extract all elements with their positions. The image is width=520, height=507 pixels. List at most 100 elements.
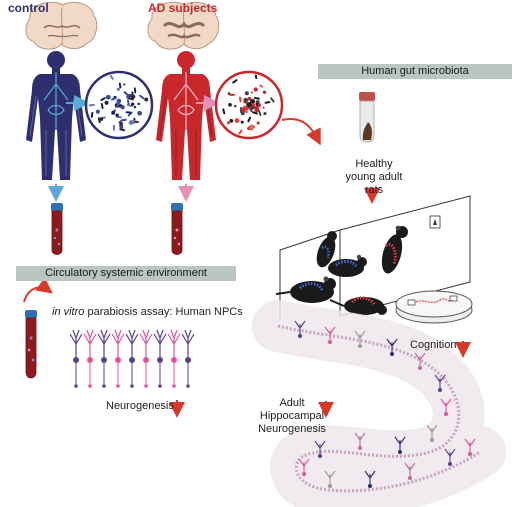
microbe (229, 93, 236, 96)
rat-blue-2 (328, 254, 367, 277)
npc-terminal (102, 384, 106, 388)
hippo-soma (358, 344, 362, 348)
hippo-soma (298, 334, 302, 338)
microbe (259, 84, 262, 87)
microbe (256, 121, 260, 125)
hippo-soma (444, 412, 448, 416)
microbe (262, 90, 267, 94)
microbe (105, 94, 111, 100)
microbe (90, 111, 94, 118)
npc-dendrite (83, 329, 97, 357)
hippo-soma (390, 352, 394, 356)
cognition-arena (395, 290, 473, 324)
microbe (120, 118, 127, 122)
hippo-soma (448, 462, 452, 466)
npc-terminal (172, 384, 176, 388)
microbe (244, 106, 251, 110)
microbe (238, 129, 243, 135)
microbe (228, 103, 232, 107)
microbe (97, 117, 101, 124)
human-npc-neurons (69, 329, 195, 388)
ad-blood-tube (171, 203, 183, 255)
assay-curved-arrow (23, 277, 53, 303)
microbe (234, 118, 240, 123)
npc-terminal (74, 384, 78, 388)
parabiosis-text: parabiosis assay: Human NPCs (87, 306, 243, 318)
control-microbiota-circle (84, 70, 154, 140)
microbe (226, 121, 231, 125)
microbe (116, 87, 120, 91)
hippo-soma (302, 472, 306, 476)
npc-dendrite (181, 329, 195, 357)
rat-cage (279, 195, 471, 320)
microbe (250, 125, 255, 131)
npc-dendrite (69, 329, 83, 357)
microbe (109, 74, 114, 80)
in-vitro-text: in vitro (52, 306, 85, 318)
microbe (240, 107, 246, 113)
npc-soma (143, 357, 149, 363)
microbe (243, 97, 249, 103)
microbe (130, 102, 135, 106)
hippo-soma (358, 446, 362, 450)
microbe (222, 108, 226, 115)
hippocampal-neurons (294, 320, 476, 488)
npc-dendrite (153, 329, 167, 357)
microbe (238, 96, 242, 103)
microbe (250, 91, 254, 94)
microbe (244, 91, 249, 96)
microbe (115, 102, 120, 108)
hippo-soma (328, 484, 332, 488)
microbe (126, 103, 133, 108)
npc-soma (101, 357, 107, 363)
microbe (116, 98, 122, 104)
microbe (100, 97, 106, 102)
npc-dendrite (167, 329, 181, 357)
microbe (123, 91, 129, 96)
microbe (250, 98, 256, 104)
microbe (119, 128, 126, 132)
microbe (115, 113, 119, 117)
hippocampal-neurogenesis-label: Adult Hippocampal Neurogenesis (256, 397, 328, 436)
microbe (119, 125, 124, 129)
npc-soma (185, 357, 191, 363)
hippo-soma (438, 388, 442, 392)
npc-dendrite (111, 329, 125, 357)
ad-microbes (222, 74, 275, 135)
microbe (132, 119, 135, 123)
npc-soma (171, 357, 177, 363)
ad-subjects-label: AD subjects (148, 1, 218, 15)
neurogenesis-label: Neurogenesis (106, 400, 174, 412)
hippocampus-band (252, 300, 506, 507)
microbe (133, 87, 137, 94)
rat-blue-3 (316, 231, 337, 268)
npc-soma (129, 357, 135, 363)
microbe (264, 101, 271, 104)
microbe (263, 111, 267, 116)
control-label: control (8, 1, 49, 15)
microbe (123, 83, 126, 86)
microbe (270, 97, 275, 103)
microbe (261, 85, 264, 88)
microbe (137, 110, 143, 116)
stool-sample-tube (359, 92, 375, 143)
hippo-soma (468, 452, 472, 456)
microbe (253, 97, 260, 100)
microbe (125, 111, 132, 114)
control-brain-icon (25, 1, 98, 50)
npc-soma (87, 357, 93, 363)
control-human-figure (26, 51, 86, 180)
microbe (110, 97, 117, 101)
hippo-soma (328, 340, 332, 344)
microbe (112, 124, 115, 131)
microbe (119, 122, 123, 126)
microbe (131, 91, 134, 98)
npc-terminal (186, 384, 190, 388)
ad-human-figure (156, 51, 216, 180)
gut-microbiota-banner: Human gut microbiota (318, 64, 512, 79)
microbe (99, 117, 104, 121)
npc-terminal (116, 384, 120, 388)
microbe (249, 105, 254, 110)
rat-red-standing (381, 225, 408, 274)
cognition-label: Cognition (410, 339, 457, 351)
